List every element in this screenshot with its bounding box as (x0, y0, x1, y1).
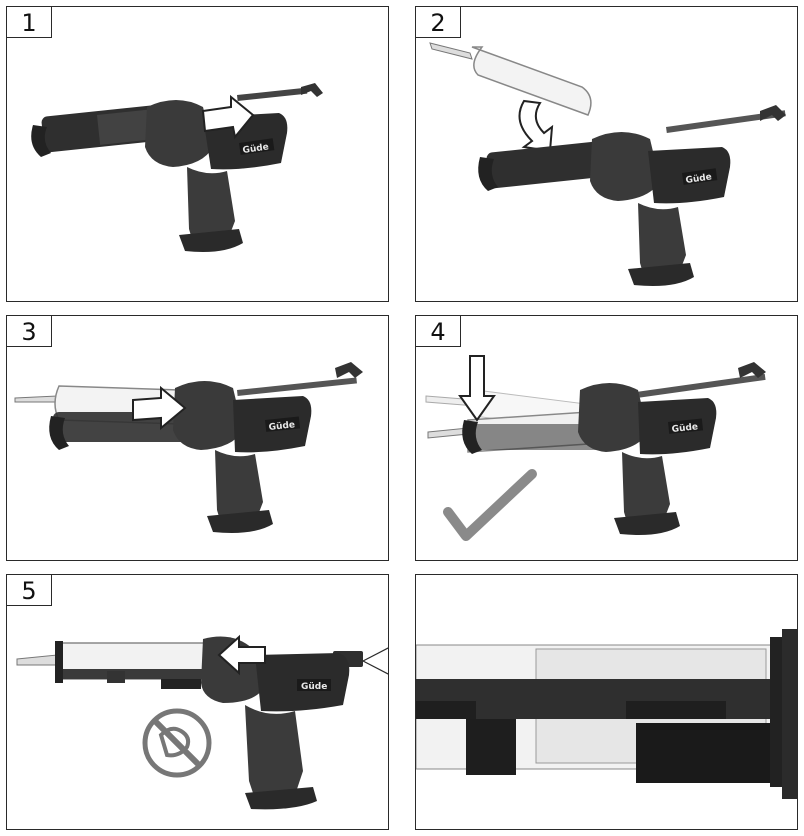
caulking-gun-illustration: Güde (31, 83, 323, 252)
no-hand-icon (142, 708, 212, 778)
push-arrow-icon (217, 634, 266, 676)
caulking-gun-illustration: Güde (14, 362, 363, 533)
caulking-gun-illustration: Güde (425, 355, 766, 541)
step-number: 1 (7, 7, 52, 38)
check-mark-icon (443, 469, 537, 541)
brand-label: Güde (268, 420, 295, 433)
step-4-panel: 4 Güde (415, 315, 798, 561)
caulking-gun-illustration: Güde (429, 42, 786, 286)
detail-zoom-panel (415, 574, 798, 830)
push-arrow-icon (132, 385, 187, 431)
step-5-panel: 5 Güde (6, 574, 389, 830)
barrel-detail-illustration (416, 629, 797, 799)
down-arrow-icon (458, 355, 496, 422)
step-number: 2 (416, 7, 461, 38)
down-arrow-icon (518, 99, 554, 153)
step-number: 5 (7, 575, 52, 606)
brand-label: Güde (671, 422, 698, 435)
brand-label: Güde (685, 172, 712, 186)
brand-label: Güde (242, 142, 269, 156)
brand-label: Güde (301, 682, 327, 692)
cartridge-illustration (429, 42, 592, 116)
step-3-panel: 3 Güde (6, 315, 389, 561)
step-1-panel: 1 Güde (6, 6, 389, 302)
step-number: 3 (7, 316, 52, 347)
step-number: 4 (416, 316, 461, 347)
step-2-panel: 2 Güde (415, 6, 798, 302)
push-arrow-icon (201, 94, 255, 140)
caulking-gun-illustration: Güde (16, 634, 388, 810)
